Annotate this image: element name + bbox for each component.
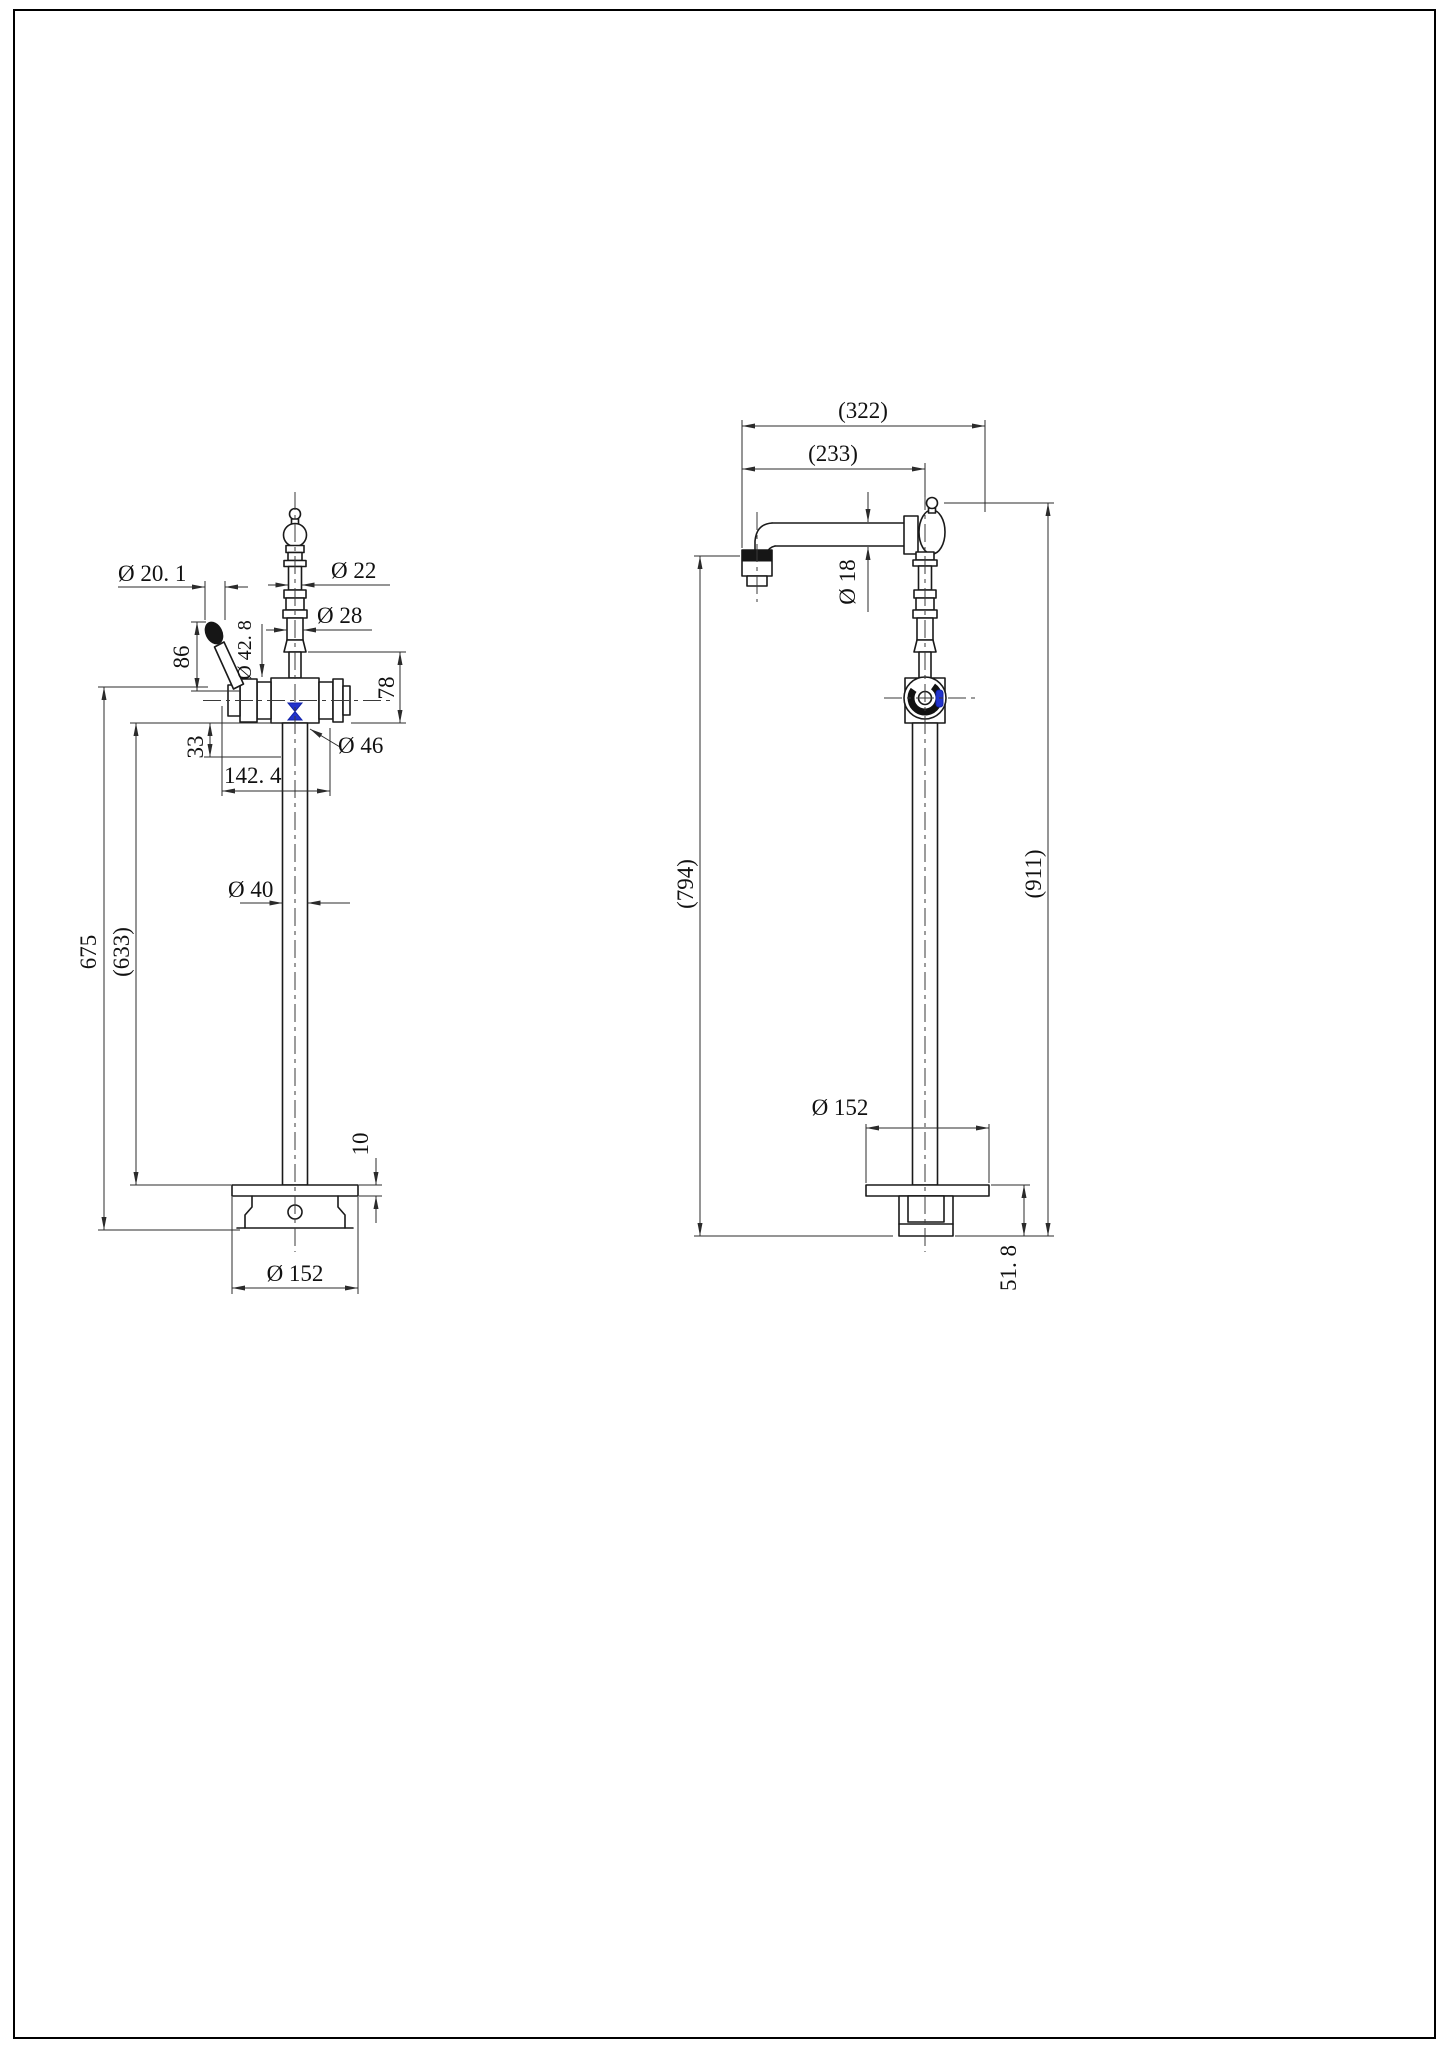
side-base-plate [865,1184,990,1197]
side-finial-ball [918,509,946,555]
dim-side-322: (322) [838,398,888,423]
dim-front-10: 10 [348,1133,373,1156]
dim-front-142-4: 142. 4 [224,763,282,788]
dim-front-dia-20-1: Ø 20. 1 [118,561,186,586]
dim-front-dia-28: Ø 28 [317,603,362,628]
front-handle-lever [213,641,245,690]
dim-front-dia-40: Ø 40 [228,877,273,902]
front-centerlines [203,492,392,1252]
front-handle-knob [204,621,224,645]
side-finial-ball-small [925,496,939,510]
dim-side-dia-18: Ø 18 [835,559,860,604]
sheet-border [13,9,1436,2039]
dim-front-dia-152: Ø 152 [267,1261,324,1286]
dim-side-794: (794) [673,859,698,909]
front-dim-labels: Ø 20. 1 Ø 22 Ø 28 Ø 42. 8 86 78 33 142. … [76,558,399,1286]
dim-front-dia-22: Ø 22 [331,558,376,583]
dim-side-233: (233) [808,441,858,466]
front-dimensions [98,581,406,1294]
dim-front-dia-42-8: Ø 42. 8 [234,620,256,679]
dim-side-dia-152: Ø 152 [812,1095,869,1120]
dim-front-dia-46: Ø 46 [338,733,383,758]
dim-front-675: 675 [76,935,101,970]
dim-front-78: 78 [374,677,399,700]
dim-side-911: (911) [1021,850,1046,899]
dim-front-633: (633) [109,927,134,977]
side-dimensions [694,420,1054,1237]
side-view: (322) (233) Ø 18 (794) (911) Ø 152 51. 8 [673,398,1054,1291]
side-dim-labels: (322) (233) Ø 18 (794) (911) Ø 152 51. 8 [673,398,1046,1291]
dim-front-86: 86 [169,646,194,669]
side-centerlines [756,492,976,1252]
front-view: Ø 20. 1 Ø 22 Ø 28 Ø 42. 8 86 78 33 142. … [76,492,406,1294]
dim-front-33: 33 [183,736,208,759]
dim-side-51-8: 51. 8 [996,1245,1021,1291]
